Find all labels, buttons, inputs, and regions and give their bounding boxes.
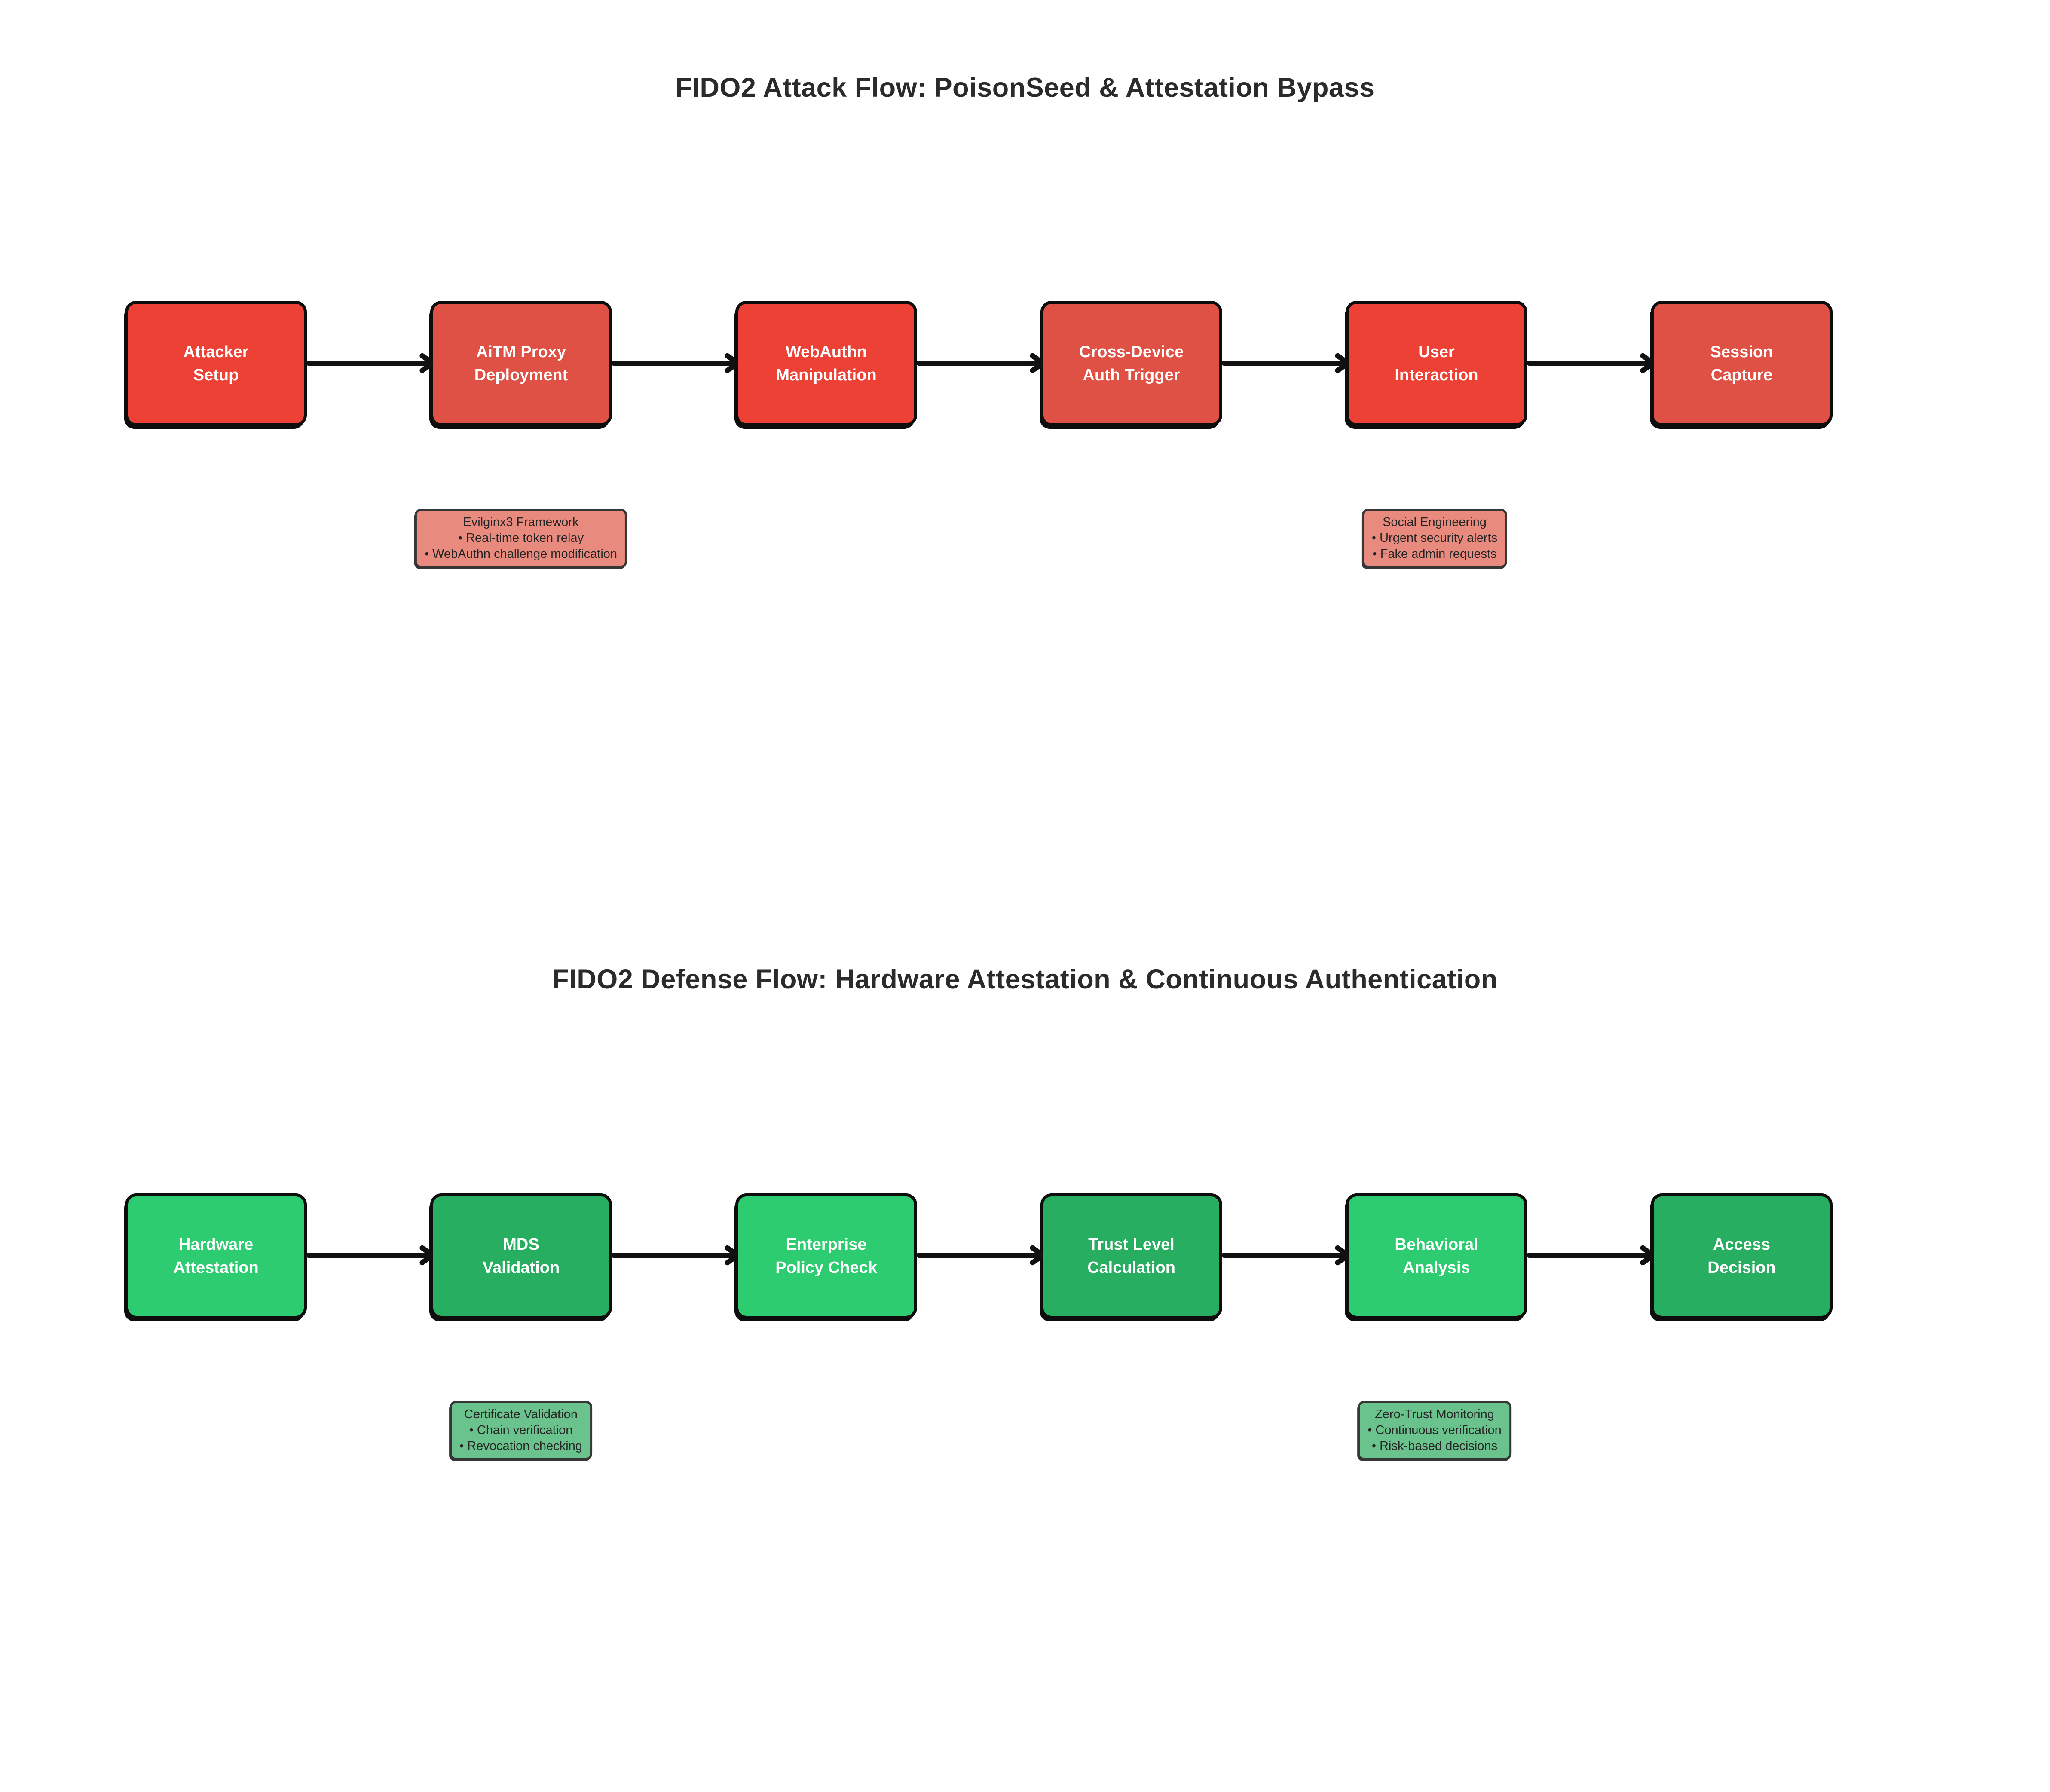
flow-arrow-icon	[611, 361, 737, 366]
note-bullet: • Risk-based decisions	[1371, 1439, 1498, 1453]
node-label-line: MDS	[503, 1235, 539, 1254]
node-label-line: Attestation	[173, 1259, 259, 1277]
flow-arrow-icon	[611, 1253, 737, 1258]
note-bullet: • Real-time token relay	[458, 531, 584, 545]
node-label-line: Behavioral	[1395, 1235, 1478, 1254]
note-certificate-validation: Certificate Validation • Chain verificat…	[450, 1401, 592, 1460]
node-label-line: Validation	[482, 1259, 560, 1277]
node-attacker-setup: Attacker Setup	[125, 301, 307, 426]
flow-arrow-icon	[916, 1253, 1042, 1258]
flow-arrow-icon	[1221, 1253, 1347, 1258]
note-title: Social Engineering	[1383, 515, 1487, 529]
flow-arrow-icon	[1527, 1253, 1652, 1258]
node-aitm-proxy-deployment: AiTM Proxy Deployment	[430, 301, 612, 426]
node-label-line: Hardware	[178, 1235, 254, 1254]
node-label-line: Setup	[193, 366, 239, 384]
flow-arrow-icon	[1527, 361, 1652, 366]
defense-flow-title: FIDO2 Defense Flow: Hardware Attestation…	[552, 964, 1498, 994]
node-label-line: Policy Check	[775, 1259, 877, 1277]
note-bullet: • Urgent security alerts	[1371, 531, 1498, 545]
node-label-line: User	[1418, 343, 1455, 361]
node-label-line: Manipulation	[776, 366, 877, 384]
node-mds-validation: MDS Validation	[430, 1193, 612, 1319]
note-bullet: • WebAuthn challenge modification	[424, 547, 618, 561]
node-label-line: WebAuthn	[785, 343, 867, 361]
node-label-line: Attacker	[183, 343, 249, 361]
node-behavioral-analysis: Behavioral Analysis	[1346, 1193, 1527, 1319]
node-label-line: Deployment	[474, 366, 568, 384]
node-label-line: Capture	[1710, 366, 1773, 384]
node-label-line: Decision	[1707, 1259, 1776, 1277]
note-title: Certificate Validation	[464, 1407, 578, 1421]
node-label-line: Cross-Device	[1079, 343, 1184, 361]
node-label-line: Interaction	[1395, 366, 1478, 384]
flow-arrow-icon	[306, 1253, 431, 1258]
flow-arrow-icon	[1221, 361, 1347, 366]
node-access-decision: Access Decision	[1651, 1193, 1833, 1319]
node-label-line: Enterprise	[786, 1235, 867, 1254]
note-bullet: • Chain verification	[469, 1423, 573, 1437]
node-label-line: AiTM Proxy	[476, 343, 566, 361]
note-title: Zero-Trust Monitoring	[1375, 1407, 1494, 1421]
note-zero-trust-monitoring: Zero-Trust Monitoring • Continuous verif…	[1358, 1401, 1511, 1460]
note-bullet: • Revocation checking	[459, 1439, 582, 1453]
node-enterprise-policy-check: Enterprise Policy Check	[735, 1193, 917, 1319]
flow-arrow-icon	[916, 361, 1042, 366]
attack-flow-title: FIDO2 Attack Flow: PoisonSeed & Attestat…	[675, 73, 1375, 103]
flow-arrow-icon	[306, 361, 431, 366]
node-label-line: Session	[1710, 343, 1773, 361]
node-trust-level-calculation: Trust Level Calculation	[1040, 1193, 1222, 1319]
note-evilginx3-framework: Evilginx3 Framework • Real-time token re…	[414, 509, 627, 568]
node-user-interaction: User Interaction	[1346, 301, 1527, 426]
node-label-line: Analysis	[1403, 1259, 1470, 1277]
node-webauthn-manipulation: WebAuthn Manipulation	[735, 301, 917, 426]
note-title: Evilginx3 Framework	[463, 515, 579, 529]
note-social-engineering: Social Engineering • Urgent security ale…	[1362, 509, 1508, 568]
node-label-line: Access	[1713, 1235, 1771, 1254]
node-label-line: Auth Trigger	[1083, 366, 1180, 384]
node-cross-device-auth-trigger: Cross-Device Auth Trigger	[1040, 301, 1222, 426]
node-label-line: Trust Level	[1088, 1235, 1175, 1254]
node-hardware-attestation: Hardware Attestation	[125, 1193, 307, 1319]
node-session-capture: Session Capture	[1651, 301, 1833, 426]
node-label-line: Calculation	[1087, 1259, 1175, 1277]
note-bullet: • Fake admin requests	[1372, 547, 1497, 561]
note-bullet: • Continuous verification	[1368, 1423, 1502, 1437]
